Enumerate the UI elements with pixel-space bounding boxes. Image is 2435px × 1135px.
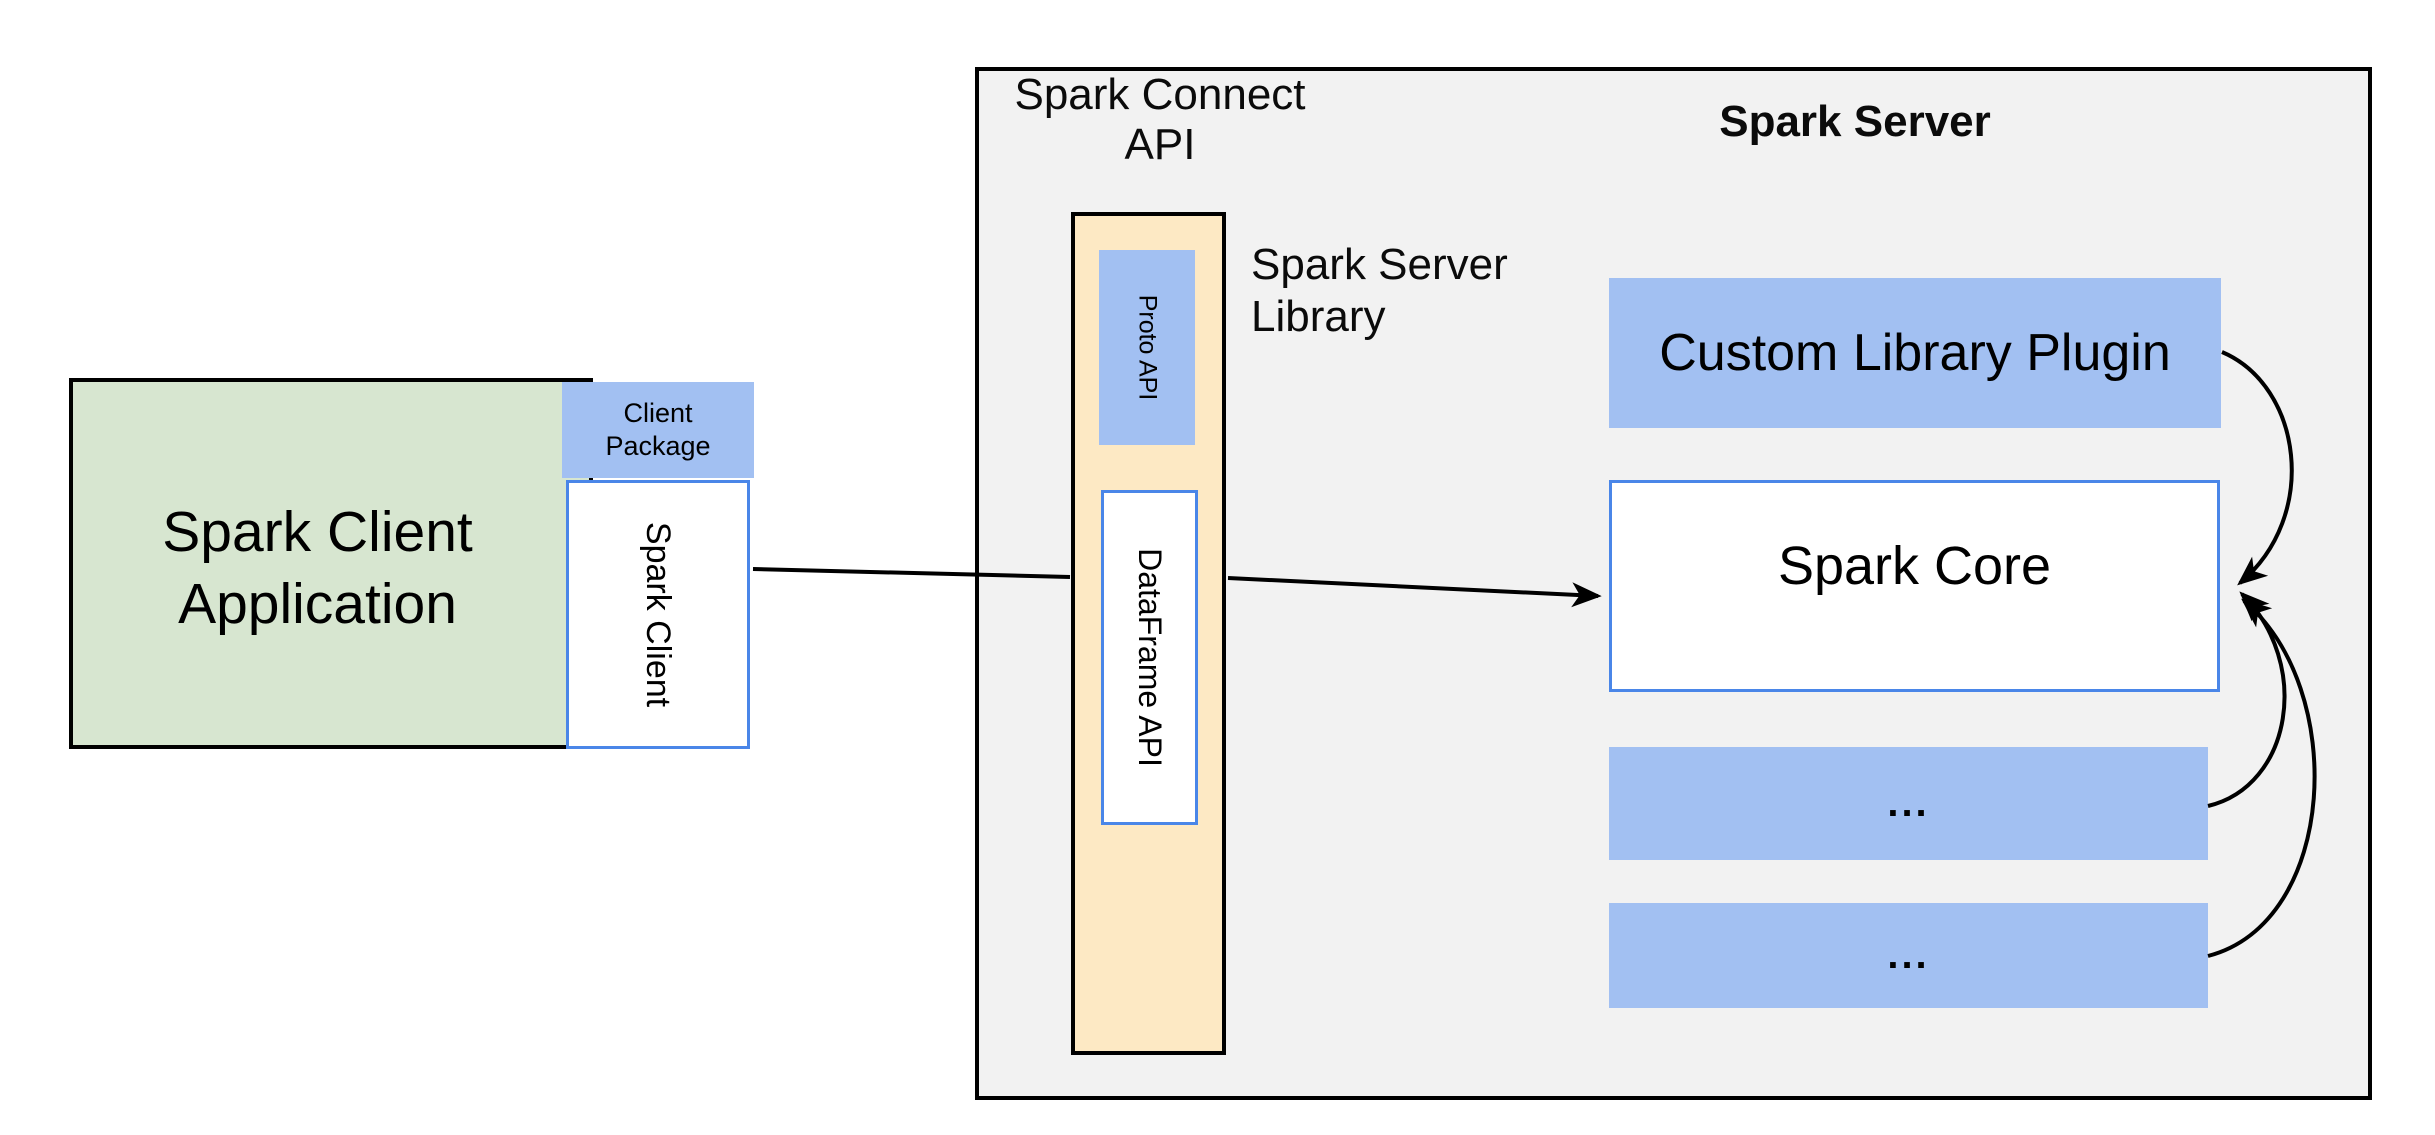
spark-client-application-label: Spark Client Application <box>162 500 473 636</box>
spark-client-application-box <box>69 378 593 749</box>
custom-library-plugin-box: Custom Library Plugin <box>1609 278 2221 428</box>
ellipsis-box-1: ... <box>1609 747 2208 860</box>
client-package-box: Client Package <box>562 382 754 478</box>
proto-api-label: Proto API <box>1133 294 1162 401</box>
spark-client-box: Spark Client <box>566 480 750 749</box>
spark-core-box: Spark Core <box>1609 480 2220 692</box>
spark-server-title: Spark Server <box>1719 97 1991 146</box>
proto-api-box: Proto API <box>1099 250 1195 445</box>
ellipsis-box-2: ... <box>1609 903 2208 1008</box>
dataframe-api-label: DataFrame API <box>1132 548 1168 767</box>
dataframe-api-box: DataFrame API <box>1101 490 1198 825</box>
spark-server-library-label: Spark Server Library <box>1251 240 1508 341</box>
spark-client-label: Spark Client <box>639 521 678 708</box>
spark-connect-api-label: Spark Connect API <box>1014 70 1306 169</box>
